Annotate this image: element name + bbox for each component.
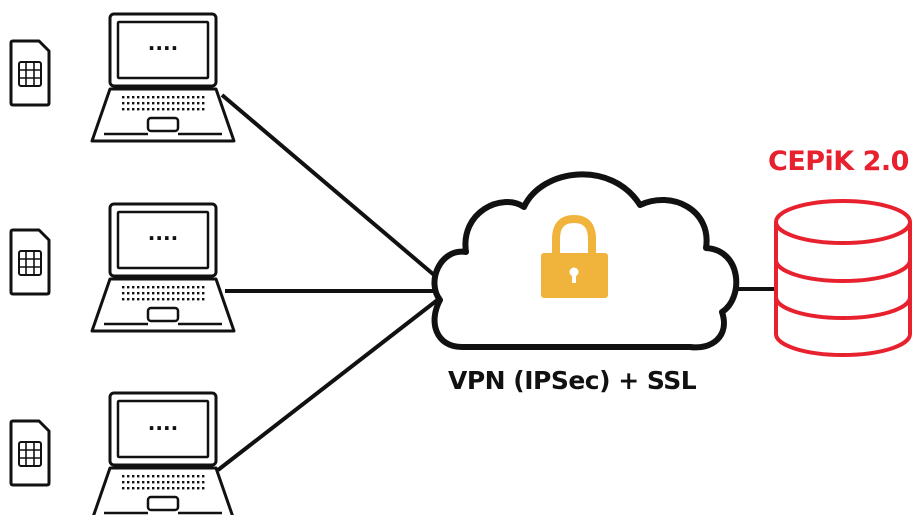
connector-line-terminal-1 [220,93,442,282]
terminal-1: .... [9,14,234,141]
sim-card-icon [9,228,51,296]
padlock-icon [541,214,608,298]
terminal-2: .... [9,204,234,331]
cloud-label: VPN (IPSec) + SSL [448,366,697,395]
laptop-screen-text: .... [148,31,178,55]
laptop-screen-text: .... [148,411,178,435]
laptop-screen-text: .... [148,221,178,245]
sim-card-icon [9,419,51,487]
connector-line-terminal-3 [216,296,442,472]
sim-card-icon [9,39,51,107]
database-icon [774,199,912,357]
database-label: CEPiK 2.0 [768,146,909,177]
terminal-3: .... [9,393,234,515]
